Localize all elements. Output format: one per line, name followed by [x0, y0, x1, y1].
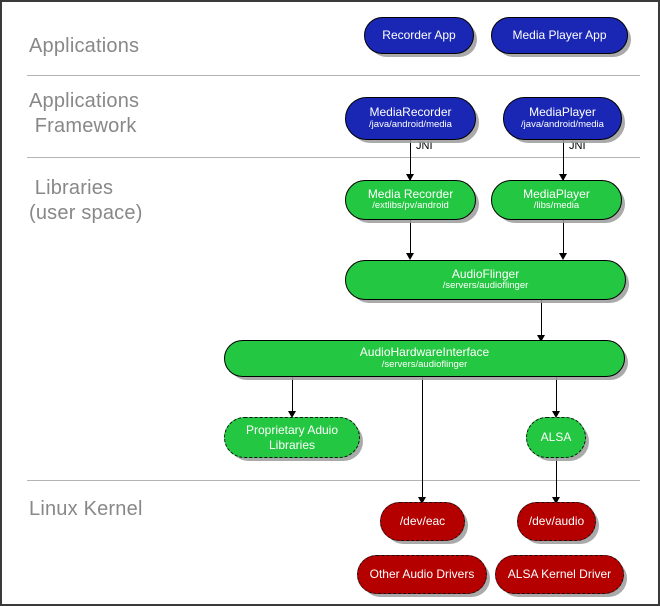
- connector-label-jni-left: JNI: [416, 140, 433, 152]
- layer-label-linux-kernel: Linux Kernel: [29, 498, 143, 520]
- node-proprietary-audio-libraries-title-line2: Libraries: [268, 437, 316, 452]
- arrowhead-jni-left: [406, 174, 414, 181]
- node-media-player-framework-path: /java/android/media: [521, 118, 604, 130]
- arrowhead-alsa-to-dev-audio: [552, 497, 560, 504]
- node-alsa[interactable]: ALSA: [526, 417, 586, 458]
- node-media-recorder-library-path: /extlibs/pv/android: [372, 200, 449, 212]
- node-media-recorder-framework-path: /java/android/media: [369, 118, 452, 130]
- node-dev-eac[interactable]: /dev/eac: [380, 502, 465, 541]
- arrowhead-media-recorder-to-audioflinger: [406, 253, 414, 260]
- arrowhead-media-player-to-audioflinger: [559, 253, 567, 260]
- connector-jni-left: [410, 140, 411, 180]
- layer-label-libraries: Libraries (user space): [29, 177, 143, 224]
- node-dev-audio-title: /dev/audio: [528, 513, 585, 528]
- divider-linux-kernel: [27, 480, 640, 481]
- connector-media-player-to-audioflinger: [563, 220, 564, 258]
- arrowhead-ahi-to-dev-eac: [418, 497, 426, 504]
- node-media-player-framework-title: MediaPlayer: [529, 105, 596, 120]
- arrowhead-ahi-to-alsa: [552, 411, 560, 418]
- connector-alsa-to-dev-audio: [556, 458, 557, 502]
- connector-ahi-to-alsa: [556, 377, 557, 415]
- divider-applications-framework: [27, 157, 640, 158]
- connector-ahi-to-proprietary: [292, 377, 293, 415]
- node-media-player-library[interactable]: MediaPlayer /libs/media: [491, 180, 622, 220]
- node-media-player-framework[interactable]: MediaPlayer /java/android/media: [503, 97, 622, 140]
- node-dev-audio[interactable]: /dev/audio: [517, 502, 596, 541]
- node-alsa-kernel-driver[interactable]: ALSA Kernel Driver: [495, 555, 624, 594]
- node-proprietary-audio-libraries-title: Proprietary Aduio: [245, 422, 339, 437]
- node-media-recorder-library-title: Media Recorder: [367, 186, 454, 201]
- node-media-recorder-framework-title: MediaRecorder: [369, 105, 452, 120]
- connector-ahi-to-dev-eac: [422, 377, 423, 502]
- node-alsa-kernel-driver-title: ALSA Kernel Driver: [507, 566, 612, 581]
- connector-media-recorder-to-audioflinger: [410, 220, 411, 258]
- layer-label-applications: Applications: [29, 35, 140, 57]
- arrowhead-ahi-to-proprietary: [288, 411, 296, 418]
- arrowhead-audioflinger-to-ahi: [537, 335, 545, 342]
- connector-audioflinger-to-ahi: [541, 300, 542, 340]
- node-recorder-app-title: Recorder App: [382, 27, 456, 42]
- divider-applications: [27, 75, 640, 76]
- node-media-recorder-framework[interactable]: MediaRecorder /java/android/media: [345, 97, 476, 140]
- node-audiohardwareinterface[interactable]: AudioHardwareInterface /servers/audiofli…: [224, 340, 625, 377]
- node-media-player-app-title: Media Player App: [512, 27, 607, 42]
- node-media-player-library-title: MediaPlayer: [523, 186, 590, 201]
- node-other-audio-drivers[interactable]: Other Audio Drivers: [357, 555, 487, 594]
- node-media-player-library-path: /libs/media: [533, 200, 580, 212]
- node-alsa-title: ALSA: [540, 429, 572, 444]
- node-audiohardwareinterface-title: AudioHardwareInterface: [359, 345, 490, 360]
- connector-label-jni-right: JNI: [569, 140, 586, 152]
- node-dev-eac-title: /dev/eac: [399, 513, 446, 528]
- layer-label-applications-framework: Applications Framework: [29, 90, 140, 137]
- node-audioflinger-title: AudioFlinger: [451, 266, 520, 281]
- node-audioflinger-path: /servers/audioflinger: [442, 280, 529, 292]
- node-proprietary-audio-libraries[interactable]: Proprietary Aduio Libraries: [224, 417, 360, 458]
- node-media-player-app[interactable]: Media Player App: [491, 17, 628, 54]
- node-other-audio-drivers-title: Other Audio Drivers: [369, 566, 475, 581]
- connector-jni-right: [563, 140, 564, 180]
- node-recorder-app[interactable]: Recorder App: [364, 17, 474, 54]
- arrowhead-jni-right: [559, 174, 567, 181]
- node-audiohardwareinterface-path: /servers/audioflinger: [381, 358, 468, 370]
- node-audioflinger[interactable]: AudioFlinger /servers/audioflinger: [345, 260, 626, 300]
- node-media-recorder-library[interactable]: Media Recorder /extlibs/pv/android: [345, 180, 476, 220]
